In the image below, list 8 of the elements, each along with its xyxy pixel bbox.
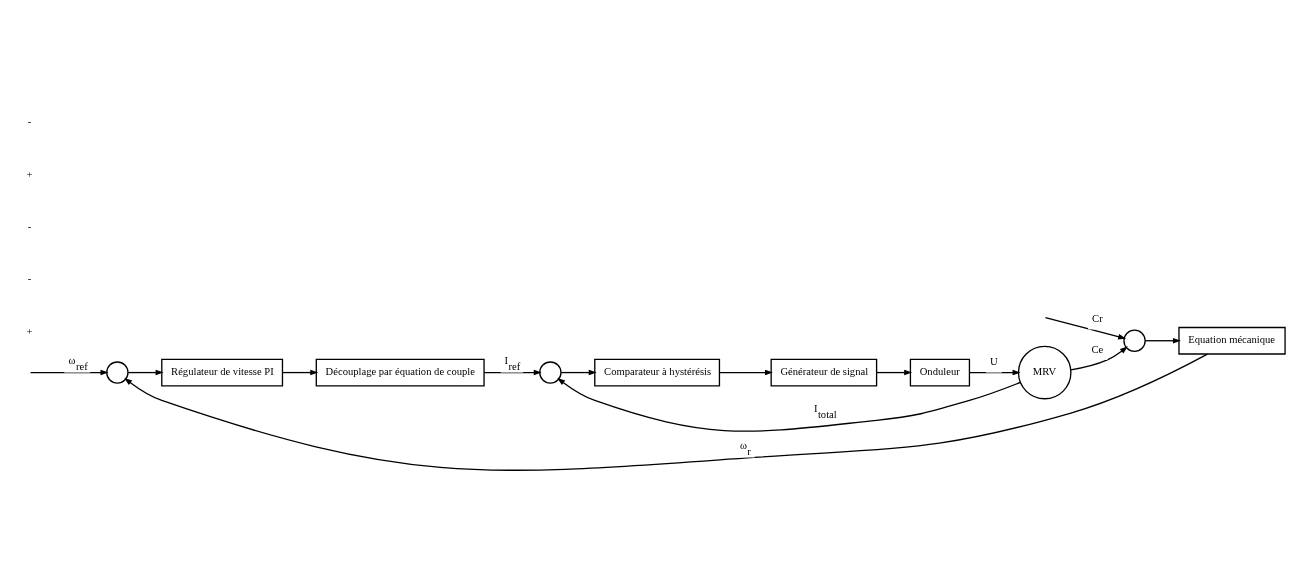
label: +	[26, 325, 33, 337]
edge-label: Cr	[1092, 313, 1103, 325]
label: -	[27, 116, 32, 128]
label: -	[27, 220, 32, 232]
edge-label: U	[989, 356, 998, 368]
label: +	[26, 168, 33, 180]
label: -	[27, 273, 32, 285]
edge-label: Ce	[1091, 343, 1104, 355]
